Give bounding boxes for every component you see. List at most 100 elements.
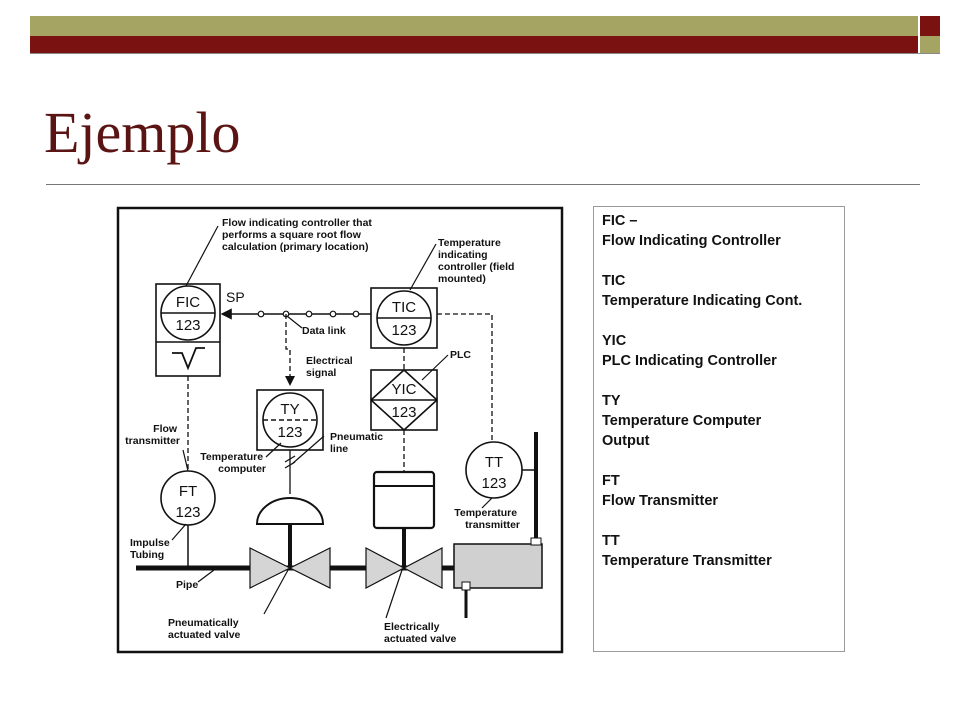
legend-panel: FIC – Flow Indicating Controller TIC Tem… [593,206,845,652]
ft-tag: FT [179,483,197,500]
pneumatic-line-label: Pneumatic line [330,431,386,455]
ft-instrument: FT 123 [160,470,216,526]
ft-loop-number: 123 [175,504,200,521]
vessel-bottom-fitting [461,581,471,591]
electric-actuator-box [372,470,436,530]
electric-valve-label-line: Electrically [384,621,440,633]
plc-label: PLC [450,349,471,361]
electrical-signal-label-line: signal [306,367,336,379]
plc-leader [421,354,449,381]
legend-entry-fic: FIC – Flow Indicating Controller [602,211,836,251]
legend-meaning: Temperature Indicating Cont. [602,293,803,309]
top-bar-olive-strip [30,16,918,36]
slide-title: Ejemplo [44,100,241,165]
fic-tag: FIC [176,294,200,311]
process-vessel [453,432,543,618]
tt-tag: TT [485,454,503,471]
pid-diagram: FIC 123 SP TIC 123 TY 123 YIC 123 [116,206,564,654]
temperature-computer-label-line: Temperature [200,451,263,463]
fic-description-line: performs a square root flow [222,229,362,241]
fic-leader [185,225,219,287]
electric-valve-body [365,547,406,589]
top-bar-corner-olive-square [920,36,940,53]
vessel-body [453,543,543,589]
pneumatic-valve-body [288,547,331,589]
ty-instrument: TY 123 [256,389,324,451]
legend-entry-ft: FT Flow Transmitter [602,471,836,511]
pneumatic-hatch [284,455,296,463]
tic-description-line: controller (field [438,261,514,273]
pipe-leader [197,569,215,583]
temperature-transmitter-label-line: Temperature [454,507,517,519]
top-bar-maroon-strip [30,36,918,53]
impulse-tubing-label: Impulse Tubing [130,537,173,561]
temp-transmitter-leader [481,497,493,509]
top-decorative-bar [30,16,940,54]
electric-valve-body [402,547,443,589]
square-root-icon [172,347,205,371]
legend-code: TT [602,533,620,549]
fic-description: Flow indicating controller that performs… [222,217,375,253]
pneumatic-valve-leader [263,569,289,615]
pneumatic-valve-body [249,547,292,589]
fic-description-line: calculation (primary location) [222,241,368,253]
tic-tag: TIC [392,299,416,316]
tic-to-tt-signal [437,313,493,446]
ty-loop-number: 123 [277,424,302,441]
tic-description-line: indicating [438,249,488,261]
legend-meaning: Temperature Computer Output [602,413,762,449]
impulse-tubing-label-line: Tubing [130,549,164,561]
electrical-signal-line [285,314,291,376]
electric-valve [365,470,443,589]
electric-valve-label-line: actuated valve [384,633,457,645]
data-link-node [257,310,265,318]
temperature-transmitter-label: Temperature transmitter [454,507,520,531]
legend-meaning: PLC Indicating Controller [602,353,777,369]
diaphragm-actuator [255,497,325,525]
tic-description-line: Temperature [438,237,501,249]
pneumatic-valve-label-line: Pneumatically [168,617,239,629]
electrical-signal-label-line: Electrical [306,355,353,367]
tic-loop-number: 123 [391,322,416,339]
legend-code: YIC [602,333,627,349]
pneumatic-valve-label-line: actuated valve [168,629,241,641]
data-link-leader [286,315,303,329]
yic-loop-number: 123 [391,404,416,421]
legend-meaning: Temperature Transmitter [602,553,772,569]
temperature-computer-label-line: computer [218,463,266,475]
title-divider [46,184,920,185]
yic-tag: YIC [391,381,416,398]
temperature-transmitter-label-line: transmitter [465,519,520,531]
fic-loop-number: 123 [175,317,200,334]
fic-description-line: Flow indicating controller that [222,217,372,229]
legend-code: TIC [602,273,626,289]
electrical-signal-arrow [285,376,295,386]
tic-leader [409,243,437,291]
pneumatic-line-label-line: Pneumatic [330,431,383,443]
impulse-tubing-leader [171,523,187,541]
pipe-label: Pipe [176,579,198,591]
legend-meaning: Flow Indicating Controller [602,233,781,249]
tic-description: Temperature indicating controller (field… [438,237,517,285]
leader-lines [171,225,493,619]
temp-computer-leader [265,442,282,458]
legend-code: TY [602,393,621,409]
tic-description-line: mounted) [438,273,486,285]
ty-tag: TY [280,401,299,418]
legend-entry-yic: YIC PLC Indicating Controller [602,331,836,371]
impulse-tubing-label-line: Impulse [130,537,170,549]
legend-entry-tic: TIC Temperature Indicating Cont. [602,271,836,311]
tt-instrument: TT 123 [465,441,523,499]
tt-loop-number: 123 [481,475,506,492]
data-link-node [305,310,313,318]
pneumatic-valve [249,497,331,589]
flow-transmitter-label-line: transmitter [125,435,180,447]
top-bar-corner-maroon-square [920,16,940,36]
data-link-label: Data link [302,325,346,337]
flow-transmitter-label: Flow transmitter [125,423,180,447]
legend-code: FIC – [602,213,638,229]
pneumatic-line-leader [291,435,325,465]
yic-instrument: YIC 123 [369,368,439,432]
fic-instrument: FIC 123 [155,283,221,377]
electric-valve-leader [385,569,403,619]
